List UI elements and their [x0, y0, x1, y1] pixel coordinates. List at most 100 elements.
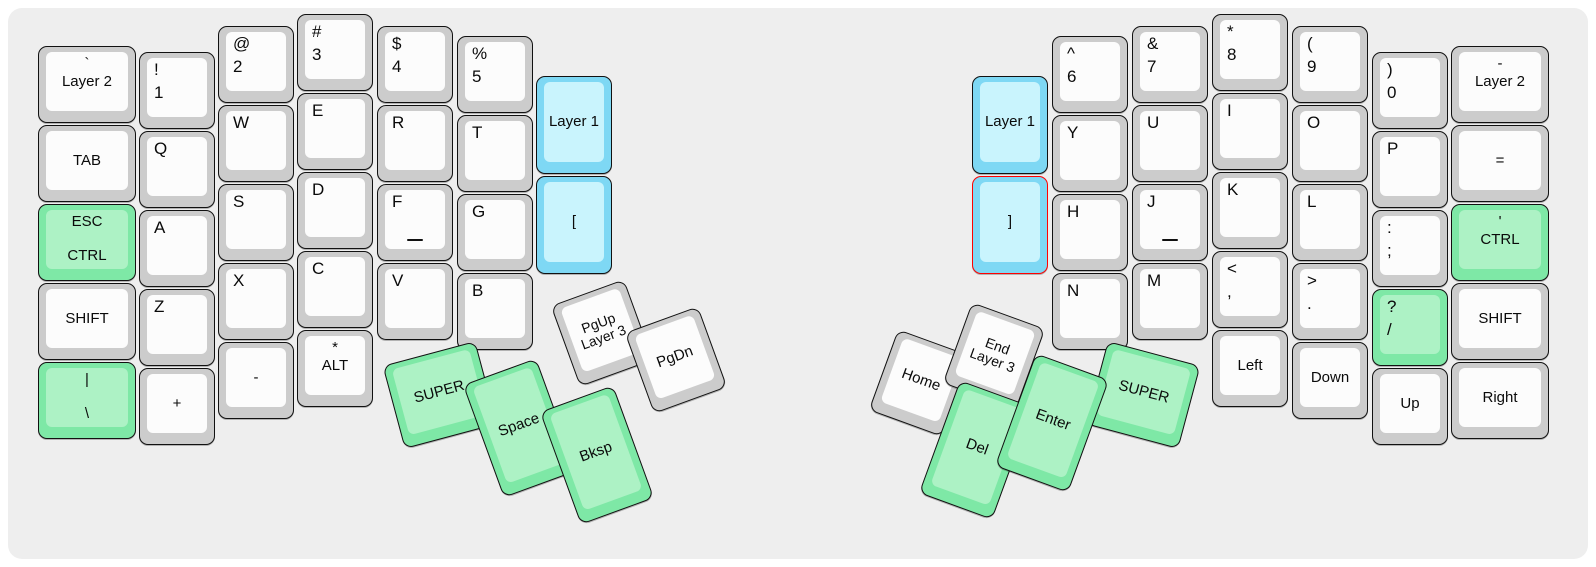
- key-legend: 3: [312, 45, 322, 64]
- key-comma[interactable]: <,: [1212, 251, 1288, 328]
- key-h[interactable]: H: [1052, 194, 1128, 271]
- keycap: Layer 1: [544, 82, 604, 162]
- key-legend: #: [312, 22, 322, 41]
- key-legend: V: [392, 271, 404, 290]
- key-slash[interactable]: ?/: [1372, 289, 1448, 366]
- key-legend: F: [392, 192, 403, 211]
- key-legend: L: [1307, 192, 1317, 211]
- key-legend: H: [1067, 202, 1080, 221]
- key-v[interactable]: V: [377, 263, 453, 340]
- key-y[interactable]: Y: [1052, 115, 1128, 192]
- key-7[interactable]: &7: [1132, 26, 1208, 103]
- key-j[interactable]: J: [1132, 184, 1208, 261]
- keycap: TAB: [46, 131, 128, 190]
- key-shift-right[interactable]: SHIFT: [1451, 283, 1549, 360]
- keycap: @2: [226, 32, 286, 91]
- key-down[interactable]: Down: [1292, 342, 1368, 419]
- key-c[interactable]: C: [297, 251, 373, 328]
- key-legend: Layer 2: [1474, 72, 1526, 90]
- keycap: F: [385, 190, 445, 249]
- key-5[interactable]: %5: [457, 36, 533, 113]
- keycap: M: [1140, 269, 1200, 328]
- key-pipe-backslash[interactable]: |\: [38, 362, 136, 439]
- key-equals[interactable]: =: [1451, 125, 1549, 202]
- key-legend: 6: [1067, 67, 1077, 86]
- keycap: K: [1220, 178, 1280, 237]
- key-legend: Layer 1: [984, 113, 1036, 131]
- key-legend: ALT: [321, 356, 349, 374]
- keycap: ?/: [1380, 295, 1440, 354]
- key-3[interactable]: #3: [297, 14, 373, 91]
- key-right[interactable]: Right: [1451, 362, 1549, 439]
- key-legend: P: [1387, 139, 1399, 158]
- key-o[interactable]: O: [1292, 105, 1368, 182]
- key-k[interactable]: K: [1212, 172, 1288, 249]
- key-x[interactable]: X: [218, 263, 294, 340]
- key-legend: E: [312, 101, 324, 120]
- key-f[interactable]: F: [377, 184, 453, 261]
- key-legend: K: [1227, 180, 1239, 199]
- key-legend: C: [312, 259, 325, 278]
- key-4[interactable]: $4: [377, 26, 453, 103]
- key-up[interactable]: Up: [1372, 368, 1448, 445]
- key-tab[interactable]: TAB: [38, 125, 136, 202]
- keycap: Left: [1220, 336, 1280, 395]
- key-0[interactable]: )0: [1372, 52, 1448, 129]
- key-8[interactable]: *8: [1212, 14, 1288, 91]
- keycap: A: [147, 216, 207, 275]
- key-legend: -: [1497, 55, 1503, 72]
- key-semicolon[interactable]: :;: [1372, 210, 1448, 287]
- key-grave-layer2[interactable]: `Layer 2: [38, 46, 136, 123]
- key-legend: %: [472, 44, 488, 63]
- key-plus[interactable]: +: [139, 368, 215, 445]
- key-left[interactable]: Left: [1212, 330, 1288, 407]
- key-t[interactable]: T: [457, 115, 533, 192]
- key-2[interactable]: @2: [218, 26, 294, 103]
- key-pgdn[interactable]: PgDn: [624, 306, 728, 414]
- key-layer1-left[interactable]: Layer 1: [536, 76, 612, 174]
- key-w[interactable]: W: [218, 105, 294, 182]
- key-bracket-right[interactable]: ]: [972, 176, 1048, 274]
- key-legend: (: [1307, 34, 1313, 53]
- key-legend: :: [1387, 218, 1392, 237]
- key-d[interactable]: D: [297, 172, 373, 249]
- key-r[interactable]: R: [377, 105, 453, 182]
- key-1[interactable]: !1: [139, 52, 215, 129]
- key-l[interactable]: L: [1292, 184, 1368, 261]
- key-p[interactable]: P: [1372, 131, 1448, 208]
- key-legend: PgUp Layer 3: [578, 309, 629, 353]
- key-6[interactable]: ^6: [1052, 36, 1128, 113]
- key-b[interactable]: B: [457, 273, 533, 350]
- keycap: S: [226, 190, 286, 249]
- key-q[interactable]: Q: [139, 131, 215, 208]
- key-g[interactable]: G: [457, 194, 533, 271]
- key-legend: R: [392, 113, 405, 132]
- key-9[interactable]: (9: [1292, 26, 1368, 103]
- key-n[interactable]: N: [1052, 273, 1128, 350]
- keycap: J: [1140, 190, 1200, 249]
- key-a[interactable]: A: [139, 210, 215, 287]
- key-z[interactable]: Z: [139, 289, 215, 366]
- key-quote-ctrl[interactable]: 'CTRL: [1451, 204, 1549, 281]
- key-u[interactable]: U: [1132, 105, 1208, 182]
- key-legend: PgDn: [654, 342, 696, 372]
- key-legend: TAB: [72, 151, 102, 169]
- key-m[interactable]: M: [1132, 263, 1208, 340]
- key-shift[interactable]: SHIFT: [38, 283, 136, 360]
- key-bksp[interactable]: Bksp: [539, 385, 655, 525]
- key-s[interactable]: S: [218, 184, 294, 261]
- key-legend: .: [1307, 294, 1312, 313]
- key-alt[interactable]: *ALT: [297, 330, 373, 407]
- key-i[interactable]: I: [1212, 93, 1288, 170]
- key-layer1-right[interactable]: Layer 1: [972, 76, 1048, 174]
- keycap: C: [305, 257, 365, 316]
- keycap: X: [226, 269, 286, 328]
- key-e[interactable]: E: [297, 93, 373, 170]
- key-minus-layer2[interactable]: -Layer 2: [1451, 46, 1549, 123]
- key-bracket-left[interactable]: [: [536, 176, 612, 274]
- keycap: (9: [1300, 32, 1360, 91]
- key-period[interactable]: >.: [1292, 263, 1368, 340]
- key-legend: M: [1147, 271, 1162, 290]
- key-minus[interactable]: -: [218, 342, 294, 419]
